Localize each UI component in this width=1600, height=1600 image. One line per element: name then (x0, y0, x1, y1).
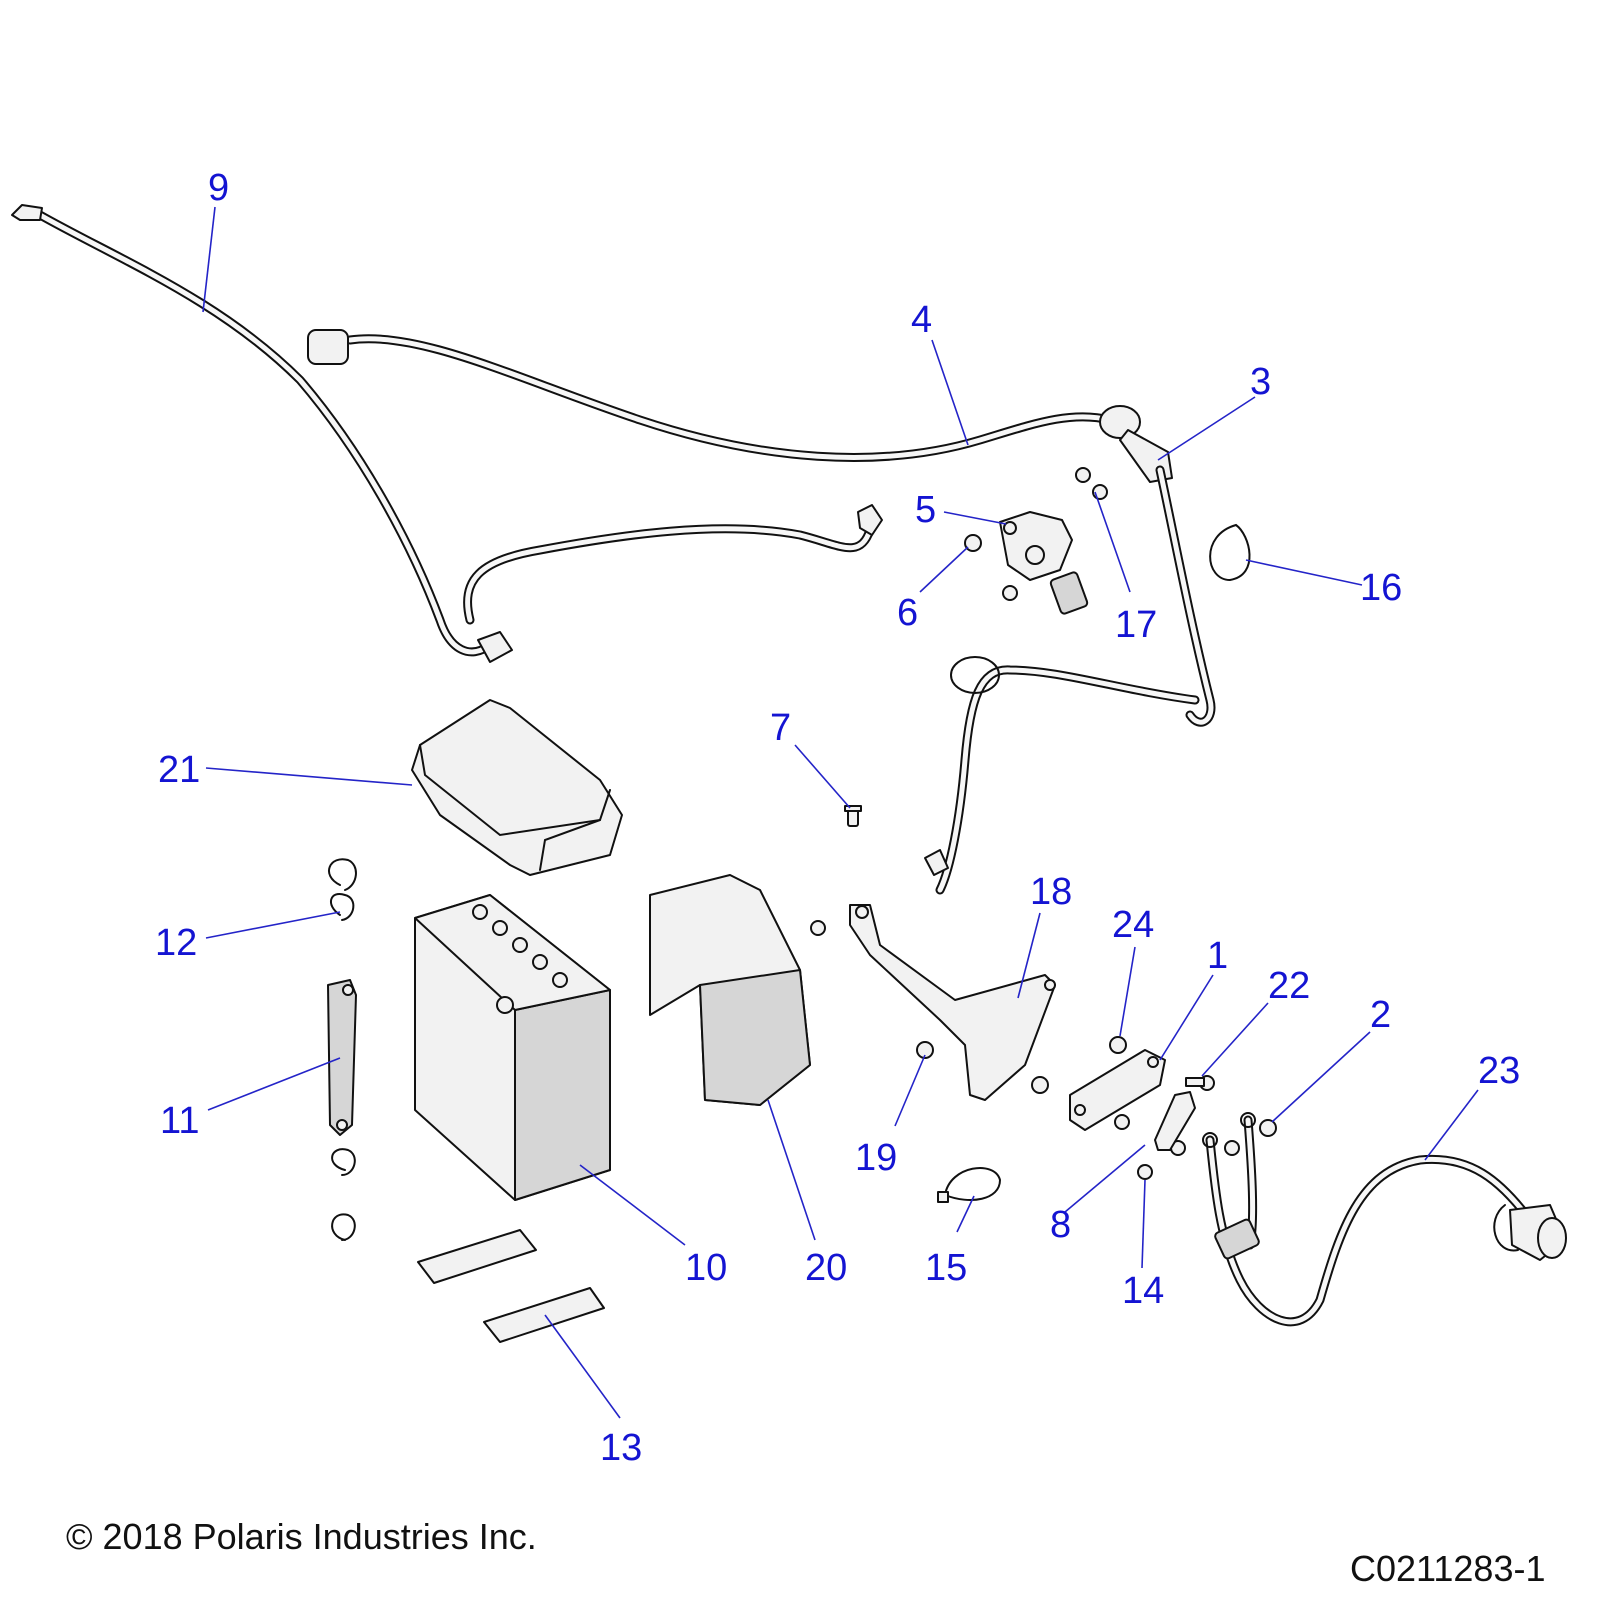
callout-7[interactable]: 7 (770, 707, 791, 749)
callout-20[interactable]: 20 (805, 1247, 847, 1289)
bolt (810, 920, 826, 936)
leader-19 (894, 1054, 926, 1127)
part-15-cable-tie[interactable] (937, 1167, 1002, 1203)
callout-14[interactable]: 14 (1122, 1270, 1164, 1312)
leader-3 (1157, 396, 1256, 461)
part-10-battery[interactable] (414, 894, 611, 1201)
leader-20 (767, 1099, 816, 1241)
part-20-shield[interactable] (649, 874, 811, 1106)
part-11-strap[interactable] (327, 979, 357, 1136)
part-6-nut[interactable] (964, 534, 1018, 601)
nut (1031, 1076, 1049, 1094)
part-9-cable[interactable] (11, 204, 513, 663)
callout-3[interactable]: 3 (1250, 361, 1271, 403)
leader-5 (943, 511, 1007, 525)
part-4-cable[interactable] (307, 329, 1115, 625)
leader-16 (1245, 559, 1363, 586)
callout-9[interactable]: 9 (208, 167, 229, 209)
leader-21 (205, 767, 413, 786)
part-8-strap[interactable] (1154, 1091, 1196, 1151)
leader-1 (1159, 974, 1214, 1061)
callout-15[interactable]: 15 (925, 1247, 967, 1289)
cable-boot (307, 329, 349, 365)
part-5-solenoid[interactable] (999, 511, 1089, 615)
part-7-screw[interactable] (844, 805, 862, 827)
callout-13[interactable]: 13 (600, 1427, 642, 1469)
callout-5[interactable]: 5 (915, 489, 936, 531)
callout-8[interactable]: 8 (1050, 1204, 1071, 1246)
leader-24 (1119, 946, 1136, 1037)
callout-12[interactable]: 12 (155, 922, 197, 964)
part-2-nut[interactable] (1259, 1119, 1277, 1137)
callout-23[interactable]: 23 (1478, 1050, 1520, 1092)
part-18-bracket[interactable] (810, 904, 1056, 1101)
leader-11 (207, 1057, 341, 1111)
callout-2[interactable]: 2 (1370, 994, 1391, 1036)
leader-14 (1141, 1179, 1146, 1269)
part-1-terminal-block[interactable] (1031, 1049, 1166, 1131)
callout-1[interactable]: 1 (1207, 935, 1228, 977)
leader-12 (205, 911, 341, 939)
drawing-id: C0211283-1 (1350, 1548, 1546, 1589)
part-14-bolts[interactable] (1114, 1114, 1240, 1180)
callout-4[interactable]: 4 (911, 299, 932, 341)
leader-17 (1094, 491, 1131, 593)
callout-labels: 9 4 3 5 6 17 16 7 21 18 24 1 22 12 2 23 … (155, 167, 1520, 1469)
leader-4 (931, 339, 969, 446)
leader-6 (919, 546, 969, 593)
part-16-strap[interactable] (1209, 523, 1251, 582)
leader-15 (956, 1195, 975, 1233)
part-12-clips[interactable] (328, 858, 357, 1241)
callout-17[interactable]: 17 (1115, 604, 1157, 646)
leader-22 (1201, 1002, 1269, 1077)
callout-19[interactable]: 19 (855, 1137, 897, 1179)
callout-10[interactable]: 10 (685, 1247, 727, 1289)
leader-18 (1017, 912, 1041, 999)
part-23-harness[interactable] (1202, 1112, 1567, 1327)
copyright-text: © 2018 Polaris Industries Inc. (66, 1516, 537, 1557)
callout-24[interactable]: 24 (1112, 904, 1154, 946)
leader-10 (579, 1164, 686, 1246)
part-21-battery-cover[interactable] (411, 699, 623, 876)
callout-22[interactable]: 22 (1268, 965, 1310, 1007)
part-17-nuts[interactable] (1075, 467, 1108, 500)
leader-9 (202, 206, 216, 313)
callout-21[interactable]: 21 (158, 749, 200, 791)
callout-16[interactable]: 16 (1360, 567, 1402, 609)
part-22-bolt[interactable] (1185, 1075, 1215, 1091)
part-3-cable[interactable] (924, 405, 1216, 895)
leader-lines (202, 206, 1479, 1419)
callout-6[interactable]: 6 (897, 592, 918, 634)
leader-7 (794, 744, 851, 809)
leader-13 (544, 1314, 621, 1419)
callout-11[interactable]: 11 (160, 1100, 199, 1142)
part-24-nut[interactable] (1109, 1036, 1127, 1054)
leader-23 (1424, 1089, 1479, 1161)
part-19-screw[interactable] (916, 1041, 934, 1059)
callout-18[interactable]: 18 (1030, 871, 1072, 913)
leader-2 (1271, 1031, 1371, 1123)
leader-8 (1064, 1144, 1146, 1213)
part-13-pads[interactable] (417, 1229, 605, 1343)
